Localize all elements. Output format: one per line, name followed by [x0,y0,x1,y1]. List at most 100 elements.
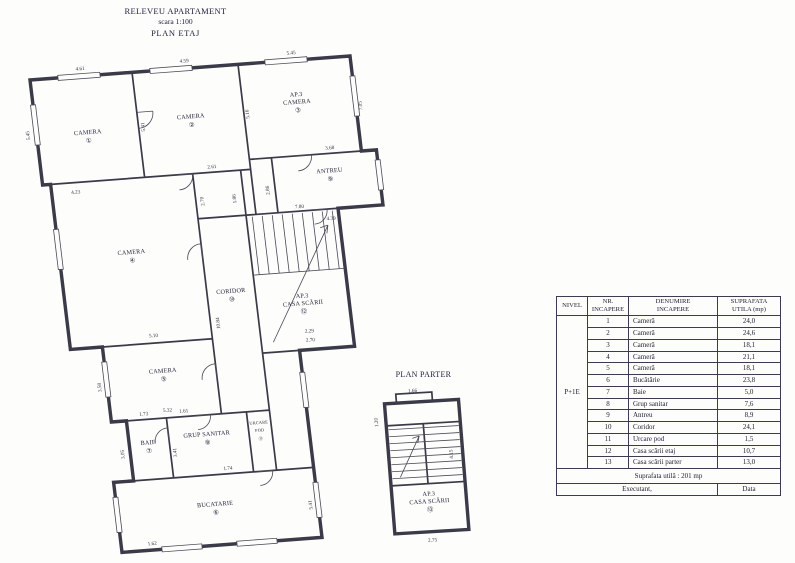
staircase-etaj [251,210,346,343]
door-swing-arcs [136,110,328,486]
room-area: 18,1 [717,338,781,352]
room-area: 18,1 [717,362,781,376]
room-number: 5 [587,362,629,376]
dimension-label: 5.45 [25,130,32,140]
room-number-circle: ② [188,121,195,129]
room-number: 10 [587,421,629,434]
dimension-label: 2.61 [207,164,217,171]
room-number: 9 [587,409,629,423]
parter-outline [382,397,471,536]
title-line-1: RELEVEU APARTAMENT [124,6,227,16]
room-label: POD [255,427,265,433]
table-header-row: NIVEL NR. INCAPERE DENUMIRE INCAPERE SUP… [556,295,781,317]
data-label: Data [717,483,781,496]
total-area-value: Suprafata utilă : 201 mp [556,468,781,485]
room-label: GRUP SANITAR [183,429,231,440]
room-number: 4 [587,350,629,364]
room-number: 13 [587,456,629,470]
dimension-label: 1.62 [147,541,157,548]
dimension-labels-etaj: 4.614.595.455.455.415.167.053.684.232.61… [25,50,365,548]
dimension-label: 7.80 [295,204,305,211]
dimension-label: 5.41 [307,500,314,510]
room-name: Grup sanitar [628,397,718,411]
dimension-label: 5.41 [140,122,147,132]
room-area: 24,1 [717,421,781,434]
plan-parter-title: PLAN PARTER [395,370,452,379]
room-label: ANTREU [316,167,343,176]
dimension-label: 4.59 [179,58,189,65]
dimension-label: 1.66 [408,388,418,395]
signature-row: Executant, Data [556,483,781,496]
room-number: 11 [587,432,629,446]
dimension-label: 3.68 [325,145,335,152]
parter-entry [386,391,466,487]
room-label: AP.3 [295,292,309,300]
room-number: 2 [587,327,629,340]
col-header-nr-incapere: NR. INCAPERE [587,295,629,317]
room-name: Bucătărie [628,374,718,387]
room-name: Urcare pod [628,432,718,446]
room-name: Cameră [628,350,718,364]
dimension-label: 3.41 [172,447,179,457]
title-line-2: scara 1:100 [158,17,193,26]
total-row: Suprafata utilă : 201 mp [556,468,781,485]
room-label: CAMERA [149,367,178,376]
dimension-label: 5.16 [244,109,251,119]
dimension-label: 2.70 [199,196,206,206]
room-area: 21,1 [717,350,781,364]
room-area: 8,9 [717,409,781,423]
room-number-circle: ⑬ [427,505,435,513]
room-label: CAMERA [74,128,103,137]
stair-direction-arrow [400,435,420,478]
dimension-label: 1.73 [139,411,149,418]
room-areas-table-container: NIVEL NR. INCAPERE DENUMIRE INCAPERE SUP… [556,295,781,496]
room-label: CORIDOR [216,287,247,296]
room-label: BAIE [140,439,156,447]
dimension-label: 10.84 [215,317,222,330]
room-number-circle: ⑧ [204,438,211,446]
room-label: CAMERA [283,98,312,107]
room-number-circle: ⑨ [327,175,334,183]
room-area: 23,8 [717,374,781,387]
room-area: 10,7 [717,444,781,458]
room-number: 6 [587,374,629,387]
window-symbols [30,56,385,553]
col-header-denumire: DENUMIRE INCAPERE [628,295,718,317]
room-label: CASA SCĂRII [409,496,450,506]
room-number-circle: ⑦ [146,447,153,455]
room-labels-etaj: CAMERA①CAMERA②AP.3CAMERA③ANTREU⑨CAMERA④C… [74,91,344,517]
room-label: BUCATARIE [197,500,234,510]
room-number-circle: ⑩ [229,295,236,303]
dimension-label: 1.61 [179,408,189,415]
dimension-label: 2.29 [304,328,314,335]
interior-walls [42,64,362,482]
room-number: 1 [587,315,629,329]
room-name: Casa scării etaj [628,444,718,458]
room-number: 12 [587,444,629,458]
room-name: Cameră [628,362,718,376]
dimension-label: 5.10 [149,333,159,340]
col-header-suprafata: SUPRAFATA UTILA (mp) [717,295,781,317]
dimension-label: 4.15 [448,449,455,459]
room-number-circle: ⑪ [258,435,264,442]
room-label: AP.3 [422,490,435,498]
dimension-label: 1.86 [231,194,238,204]
room-number: 7 [587,385,629,399]
room-name: Cameră [628,315,718,329]
room-label: CAMERA [177,112,206,121]
room-areas-table: NIVEL NR. INCAPERE DENUMIRE INCAPERE SUP… [556,295,781,496]
nivel-value: P+1E [556,315,588,470]
dimension-label: 4.61 [75,66,85,73]
title-line-3: PLAN ETAJ [151,28,200,38]
room-number-circle: ⑥ [213,508,220,516]
